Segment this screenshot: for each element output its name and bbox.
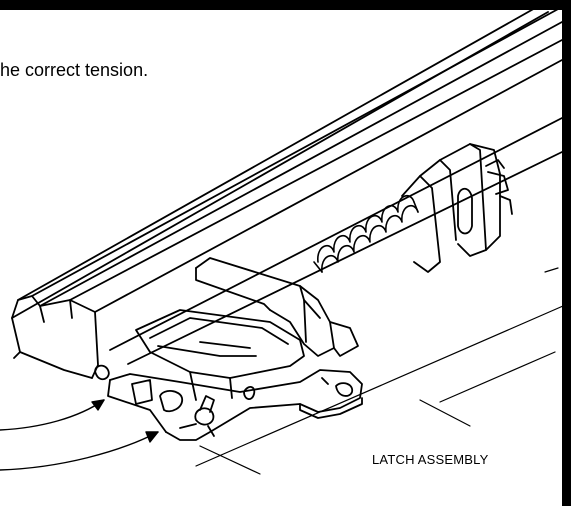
spring bbox=[313, 194, 419, 273]
lever bbox=[195, 257, 359, 357]
latch-plate bbox=[135, 309, 305, 401]
frame-border-right bbox=[562, 0, 571, 506]
latch-assembly-label: LATCH ASSEMBLY bbox=[372, 452, 489, 467]
frame-border-top bbox=[0, 0, 571, 10]
extension-lines bbox=[195, 267, 564, 475]
rail bbox=[11, 0, 563, 379]
pointer-arrows bbox=[0, 399, 159, 471]
base-plate bbox=[107, 369, 363, 441]
instruction-text: he correct tension. bbox=[0, 60, 149, 80]
pivot-pin bbox=[94, 364, 215, 437]
rear-bracket bbox=[401, 143, 513, 273]
